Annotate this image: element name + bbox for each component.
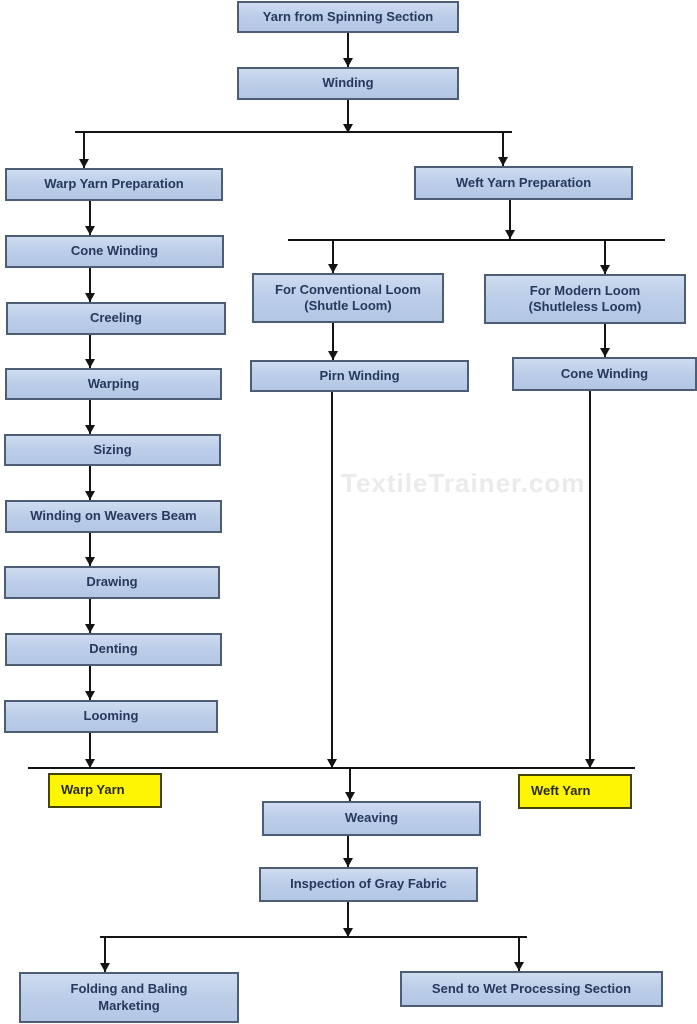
node-for-conventional-loom: For Conventional Loom (Shutle Loom) xyxy=(252,273,444,323)
node-weaving: Weaving xyxy=(262,801,481,836)
node-weft-yarn: Weft Yarn xyxy=(518,774,632,809)
watermark-text: TextileTrainer.com xyxy=(341,468,586,498)
arrow-branch-to-warp-prep xyxy=(79,133,89,168)
arrow-spinning-to-winding xyxy=(343,33,353,67)
node-denting: Denting xyxy=(5,633,222,666)
arrow-winding-to-branch xyxy=(343,100,353,133)
arrow-pirn-to-mergeline xyxy=(327,392,337,768)
node-cone-winding-warp: Cone Winding xyxy=(5,235,224,268)
node-inspection-of-gray-fabric: Inspection of Gray Fabric xyxy=(259,867,478,902)
arrow-weftprep-to-branch xyxy=(505,200,515,239)
node-for-modern-loom: For Modern Loom (Shutleless Loom) xyxy=(484,274,686,324)
node-cone-winding-weft: Cone Winding xyxy=(512,357,697,391)
node-warp-yarn: Warp Yarn xyxy=(48,773,162,808)
arrow-sizing-to-weaversbeam xyxy=(85,466,95,500)
branch-line-weft xyxy=(288,239,665,241)
node-pirn-winding: Pirn Winding xyxy=(250,360,469,392)
arrow-conewinding-to-creeling xyxy=(85,268,95,302)
branch-line-winding xyxy=(75,131,512,133)
node-yarn-from-spinning-section: Yarn from Spinning Section xyxy=(237,1,459,33)
arrow-warpprep-to-conewinding xyxy=(85,201,95,235)
arrow-drawing-to-denting xyxy=(85,599,95,633)
arrow-branch-to-weft-prep xyxy=(498,133,508,166)
node-looming: Looming xyxy=(4,700,218,733)
branch-line-output xyxy=(100,936,527,938)
arrow-creeling-to-warping xyxy=(85,335,95,368)
arrow-denting-to-looming xyxy=(85,666,95,700)
arrow-branch-to-folding xyxy=(100,938,110,972)
arrow-branch-to-wetprocessing xyxy=(514,938,524,971)
node-sizing: Sizing xyxy=(4,434,221,466)
arrow-branch-to-modern xyxy=(600,241,610,274)
node-drawing: Drawing xyxy=(4,566,220,599)
node-winding: Winding xyxy=(237,67,459,100)
arrow-weaversbeam-to-drawing xyxy=(85,533,95,566)
arrow-looming-to-mergeline xyxy=(85,733,95,768)
node-warp-yarn-preparation: Warp Yarn Preparation xyxy=(5,168,223,201)
node-creeling: Creeling xyxy=(6,302,226,335)
node-warping: Warping xyxy=(5,368,222,400)
node-winding-on-weavers-beam: Winding on Weavers Beam xyxy=(5,500,222,533)
arrow-weaving-to-inspection xyxy=(343,836,353,867)
arrow-merge-to-weaving xyxy=(345,769,355,801)
arrow-modern-to-conewinding xyxy=(600,324,610,357)
arrow-branch-to-conventional xyxy=(328,241,338,273)
node-send-to-wet-processing: Send to Wet Processing Section xyxy=(400,971,663,1007)
merge-line xyxy=(28,767,635,769)
arrow-inspection-to-branch xyxy=(343,902,353,937)
node-weft-yarn-preparation: Weft Yarn Preparation xyxy=(414,166,633,200)
arrow-conventional-to-pirn xyxy=(328,323,338,360)
arrow-warping-to-sizing xyxy=(85,400,95,434)
arrow-conewinding-to-mergeline xyxy=(585,391,595,768)
node-folding-and-baling: Folding and Baling Marketing xyxy=(19,972,239,1023)
